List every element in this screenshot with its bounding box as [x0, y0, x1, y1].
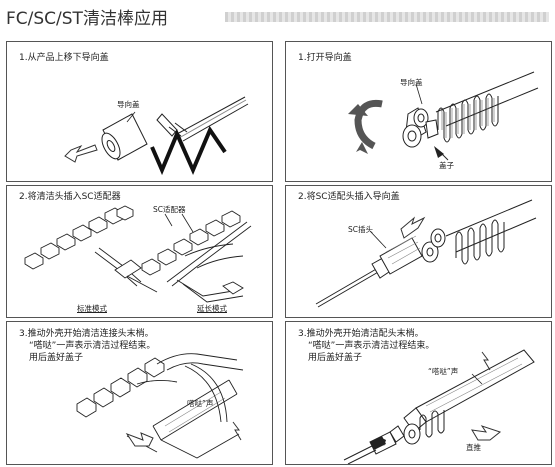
- step-text: 2.将清洁头插入SC适配器: [19, 192, 121, 202]
- panel-push-clean-connector: 3.推动外壳开始清洁连接头末梢。 “嗒哒”一声表示清洁过程结束。 用后盖好盖子 …: [6, 321, 273, 465]
- panel-insert-sc-adapter: 2.将清洁头插入SC适配器 SC适配器 标准模式 延长模式: [6, 185, 273, 318]
- panel-open-guide-cap: 1.打开导向盖 导向盖 盖子: [285, 41, 552, 182]
- illustration-push-clean-connector: [76, 353, 244, 459]
- label-click-sound: 嗒哒”声: [187, 399, 214, 408]
- illustration-push-clean-adapter: [343, 349, 535, 464]
- panel-remove-guide-cap: 1.从产品上移下导向盖 导向盖: [6, 41, 273, 182]
- label-standard-mode: 标准模式: [77, 304, 107, 313]
- step-text-line-3: 用后盖好盖子: [29, 353, 84, 363]
- label-guide-cap: 导向盖: [400, 78, 423, 87]
- panel-push-clean-adapter: 3.推动外壳开始清洁配头末梢。 “嗒哒”一声表示清洁过程结束。 用后盖好盖子 “…: [285, 321, 552, 465]
- step-text-line-1: 3.推动外壳开始清洁连接头末梢。: [19, 329, 154, 339]
- step-text-line-2: “嗒哒”一声表示清洁过程结束。: [308, 341, 435, 351]
- step-text: 2.将SC适配头插入导向盖: [298, 192, 400, 202]
- illustration-open-guide-cap: [348, 71, 539, 161]
- page-title: FC/SC/ST清洁棒应用: [6, 9, 168, 29]
- illustration-insert-sc-adapter: [24, 205, 252, 303]
- label-guide-cap: 导向盖: [117, 100, 140, 109]
- label-sc-adapter: SC适配器: [153, 205, 186, 214]
- illustration-insert-sc-head: [315, 199, 537, 308]
- panel-insert-sc-head: 2.将SC适配头插入导向盖 SC插头: [285, 185, 552, 318]
- step-text-line-3: 用后盖好盖子: [308, 353, 363, 363]
- label-click-sound: “嗒哒”声: [428, 367, 459, 376]
- label-cap: 盖子: [439, 161, 454, 170]
- label-sc-head: SC插头: [348, 225, 373, 234]
- step-text: 1.打开导向盖: [298, 53, 352, 63]
- step-text-line-1: 3.推动外壳开始清洁配头末梢。: [298, 329, 424, 339]
- step-text-line-2: “嗒哒”一声表示清洁过程结束。: [29, 341, 156, 351]
- step-text: 1.从产品上移下导向盖: [19, 53, 109, 63]
- illustration-remove-guide-cap: [64, 96, 249, 176]
- title-divider-bar: [225, 12, 549, 22]
- label-push: 直推: [466, 443, 481, 452]
- label-extended-mode: 延长模式: [197, 304, 227, 313]
